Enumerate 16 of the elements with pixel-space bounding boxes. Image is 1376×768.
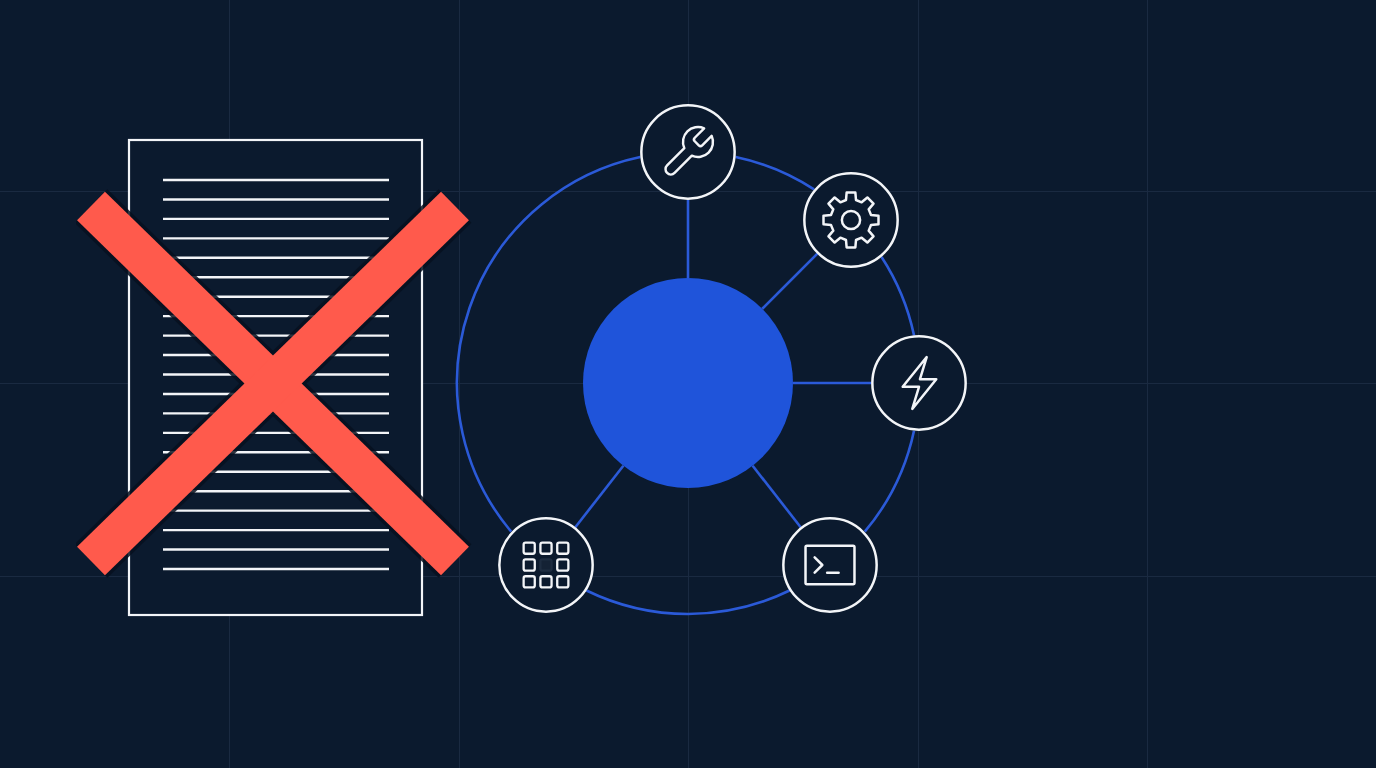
ring-arc: [735, 155, 815, 191]
crossed-out-document: [76, 137, 472, 618]
ring-arc: [585, 589, 791, 616]
terminal-icon: [782, 517, 879, 613]
spoke-line: [793, 381, 871, 385]
ring-arc: [863, 430, 916, 533]
wrench-icon: [640, 104, 736, 200]
ring-arc: [880, 256, 916, 336]
app-grid-icon: [497, 517, 594, 613]
spoke-line: [751, 464, 802, 528]
ring-arc: [456, 155, 641, 533]
spoke-line: [761, 252, 819, 310]
spoke-line: [686, 200, 690, 278]
lightning-bolt-icon: [871, 335, 967, 431]
gear-icon: [803, 171, 900, 268]
spoke-line: [574, 464, 625, 528]
